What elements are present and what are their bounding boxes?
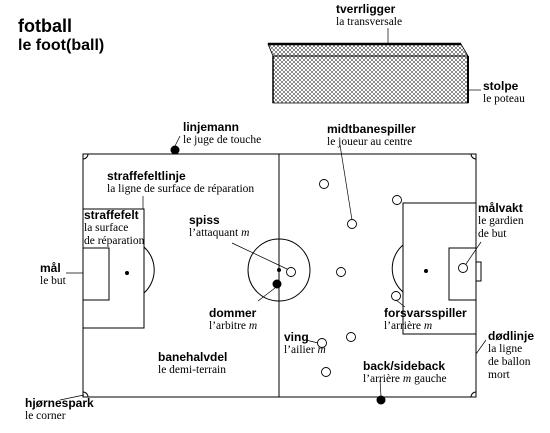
label-goal: mål le but [40,261,66,288]
label-midfielder: midtbanespiller le joueur au centre [327,122,416,149]
linesman-dot-bottom [376,395,386,405]
label-defender: forsvarsspiller l’arrière m [384,306,467,333]
label-corner: hjørnespark le corner [25,396,94,423]
linesman-dot [170,145,180,155]
label-linesman: linjemann le juge de touche [183,120,262,147]
pitch [82,153,482,398]
label-striker: spiss l’attaquant m [189,213,250,240]
players [286,179,468,377]
referee-dot [272,279,282,289]
title-norwegian: fotball [18,16,72,36]
goal-area-left [82,247,110,301]
label-half: banehalvdel le demi-terrain [158,350,228,377]
officials [170,145,386,405]
page-title: fotball le foot(ball) [18,16,104,56]
penalty-arc-right [391,244,404,293]
centre-circle [247,238,311,302]
label-referee: dommer l’arbitre m [209,306,258,333]
goal-right-mark [475,261,482,282]
label-penalty-area: straffefelt la surface de réparation [84,208,145,248]
label-post: stolpe le poteau [483,79,525,106]
title-french: le foot(ball) [18,37,105,54]
goal-net [267,42,469,104]
label-winger: ving l’ailier m [284,330,326,357]
label-goal-line: dødlinje la ligne de ballon mort [488,329,534,382]
label-penalty-area-line: straffefeltlinje la ligne de surface de … [107,169,255,196]
pitch-spots [125,268,428,275]
label-goalkeeper: målvakt le gardien de but [478,201,524,241]
leader-lines [59,28,487,401]
label-back: back/sideback l’arrière m gauche [363,359,447,386]
penalty-arc-left [143,246,155,294]
label-crossbar: tverrligger la transversale [336,2,403,29]
